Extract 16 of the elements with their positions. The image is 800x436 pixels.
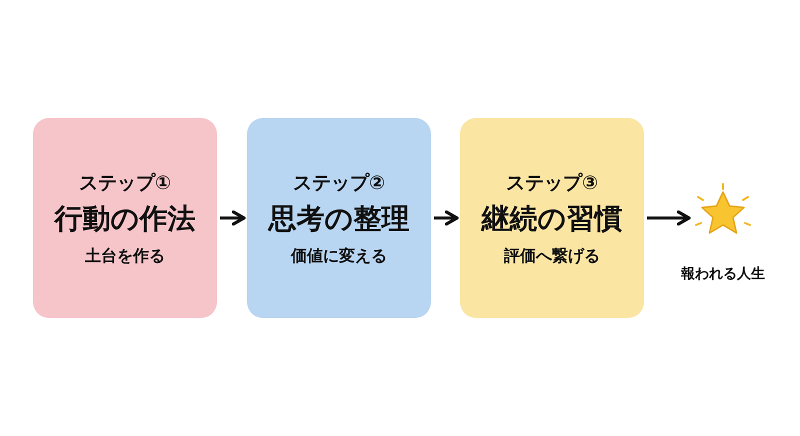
step-box bbox=[247, 118, 431, 318]
step-number: ステップ① bbox=[78, 171, 172, 196]
node-label: 報われる人生 bbox=[680, 265, 766, 283]
step-title: 継続の習慣 bbox=[480, 201, 624, 237]
step-box bbox=[33, 118, 217, 318]
arrow bbox=[220, 210, 246, 226]
step-number: ステップ② bbox=[292, 171, 386, 196]
step-title: 行動の作法 bbox=[52, 201, 196, 237]
arrow bbox=[647, 210, 691, 226]
step-box bbox=[460, 118, 644, 318]
step-subtitle: 価値に変える bbox=[290, 246, 388, 267]
arrow bbox=[434, 210, 459, 226]
step-subtitle: 評価へ繋げる bbox=[502, 246, 601, 267]
step-title: 思考の整理 bbox=[266, 201, 410, 237]
step-subtitle: 土台を作る bbox=[84, 246, 166, 267]
step-number: ステップ③ bbox=[504, 171, 600, 196]
